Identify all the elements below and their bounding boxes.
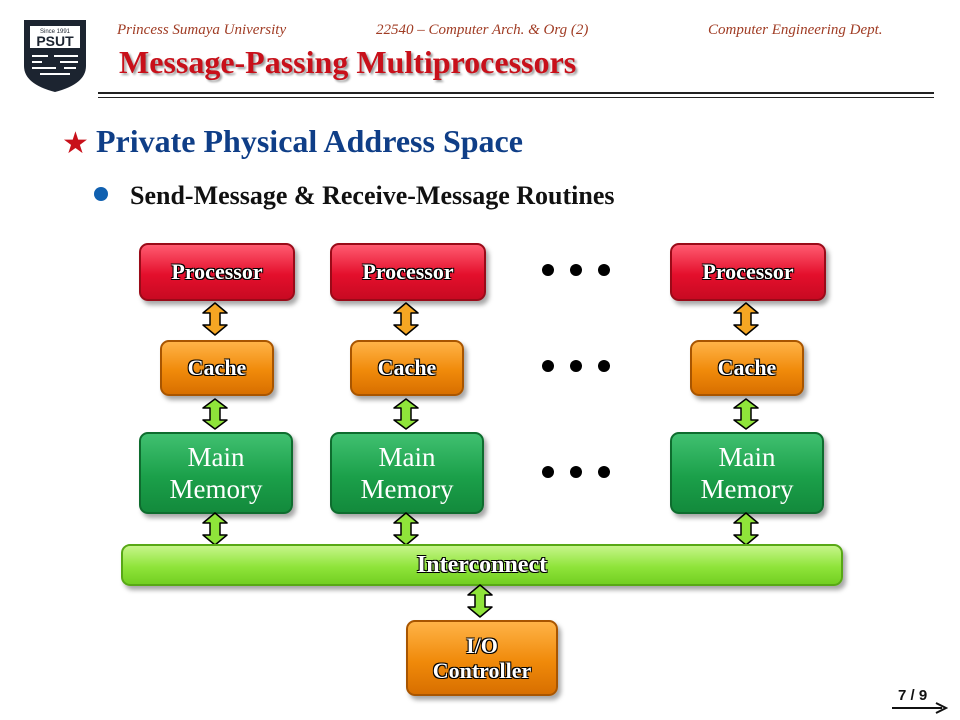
page-number: 7 / 9	[898, 687, 928, 704]
bidirectional-arrow-icon	[393, 302, 419, 336]
bidirectional-arrow-icon	[393, 398, 419, 430]
bullet-private-address-space: Private Physical Address Space	[96, 123, 523, 159]
bidirectional-arrow-icon	[202, 512, 228, 546]
bidirectional-arrow-icon	[467, 584, 493, 618]
svg-text:Since 1991: Since 1991	[40, 29, 71, 35]
io-label-line2: Controller	[432, 658, 532, 683]
memory-label-line1: Main	[718, 442, 776, 472]
cache-box-2: Cache	[350, 340, 464, 396]
bidirectional-arrow-icon	[202, 398, 228, 430]
slide-title: Message-Passing Multiprocessors	[119, 44, 577, 80]
bidirectional-arrow-icon	[393, 512, 419, 546]
header-university: Princess Sumaya University	[117, 22, 287, 38]
header-department: Computer Engineering Dept.	[708, 22, 883, 38]
bidirectional-arrow-icon	[733, 398, 759, 430]
ellipsis-dots-icon	[542, 466, 610, 478]
memory-label-line2: Memory	[360, 474, 454, 504]
bidirectional-arrow-icon	[733, 302, 759, 336]
header-rule	[98, 92, 934, 94]
ellipsis-dots-icon	[542, 264, 610, 276]
star-bullet-icon: ★	[62, 127, 89, 160]
bidirectional-arrow-icon	[202, 302, 228, 336]
header-rule-thin	[98, 97, 934, 98]
bidirectional-arrow-icon	[733, 512, 759, 546]
memory-label-line1: Main	[187, 442, 245, 472]
io-label-line1: I/O	[466, 633, 498, 658]
psut-logo: Since 1991 PSUT	[24, 20, 86, 92]
processor-box-3: Processor	[670, 243, 826, 301]
cache-box-3: Cache	[690, 340, 804, 396]
processor-box-1: Processor	[139, 243, 295, 301]
memory-label-line2: Memory	[169, 474, 263, 504]
cache-box-1: Cache	[160, 340, 274, 396]
svg-text:PSUT: PSUT	[36, 33, 74, 49]
interconnect-bar: Interconnect	[121, 544, 843, 586]
bullet-send-receive: Send-Message & Receive-Message Routines	[130, 181, 615, 210]
memory-label-line1: Main	[378, 442, 436, 472]
processor-box-2: Processor	[330, 243, 486, 301]
ellipsis-dots-icon	[542, 360, 610, 372]
next-slide-arrow-icon[interactable]	[890, 702, 948, 714]
header-course: 22540 – Computer Arch. & Org (2)	[376, 22, 589, 38]
dot-bullet-icon	[94, 187, 108, 201]
memory-label-line2: Memory	[700, 474, 794, 504]
